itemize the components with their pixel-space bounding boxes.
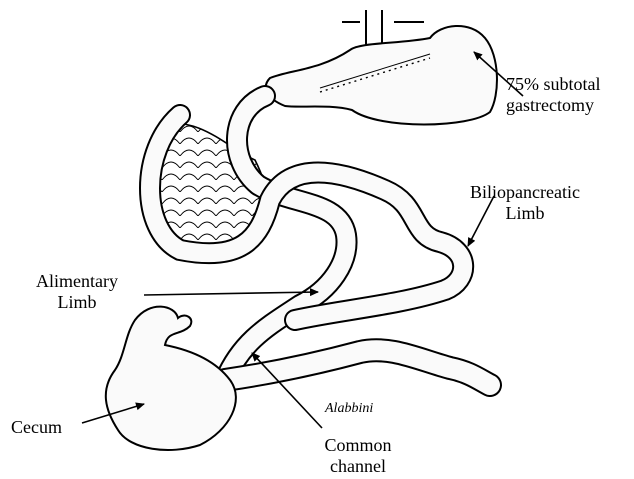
- alimentary-arrow: [144, 292, 318, 295]
- alimentary-label: Alimentary Limb: [24, 271, 130, 313]
- biliopancreatic-label: Biliopancreatic Limb: [463, 182, 587, 224]
- artist-signature: Alabbini: [324, 401, 373, 416]
- gastrectomy-label: 75% subtotal gastrectomy: [506, 74, 601, 116]
- common-channel-label: Common channel: [316, 435, 400, 477]
- cecum-organ: [106, 307, 236, 450]
- cecum-label: Cecum: [11, 417, 62, 438]
